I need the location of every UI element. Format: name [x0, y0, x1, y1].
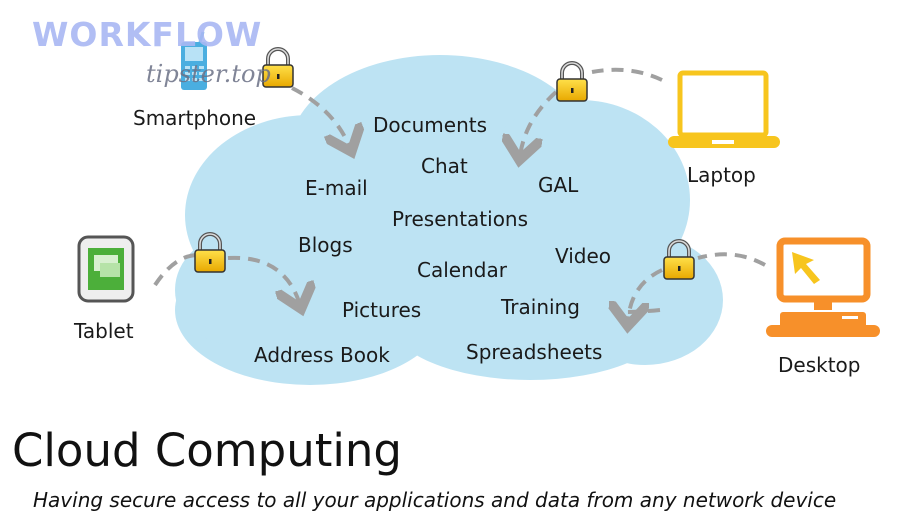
cloud-item-blogs: Blogs — [298, 233, 353, 257]
cloud-item-chat: Chat — [421, 154, 468, 178]
cloud-item-address-book: Address Book — [254, 343, 390, 367]
cloud-item-email: E-mail — [305, 176, 368, 200]
watermark-site: tipster.top — [146, 60, 271, 88]
laptop-label: Laptop — [687, 163, 756, 187]
cloud-item-gal: GAL — [538, 173, 579, 197]
cloud-item-training: Training — [501, 295, 580, 319]
cloud-item-pictures: Pictures — [342, 298, 422, 322]
cloud-item-spreadsheets: Spreadsheets — [466, 340, 603, 364]
watermark-logo: WORKFLOW — [32, 15, 263, 54]
connection-arrows — [153, 67, 766, 322]
lock-icon — [555, 61, 589, 103]
page-subtitle: Having secure access to all your applica… — [33, 488, 837, 512]
smartphone-icon — [181, 31, 207, 90]
page-title: Cloud Computing — [12, 424, 402, 477]
cloud-item-documents: Documents — [373, 113, 488, 137]
tablet-icon — [77, 235, 135, 303]
laptop-icon — [668, 70, 780, 148]
tablet-label: Tablet — [74, 319, 134, 343]
cloud-item-calendar: Calendar — [417, 258, 507, 282]
cloud-item-presentations: Presentations — [392, 207, 529, 231]
smartphone-label: Smartphone — [133, 106, 257, 130]
desktop-label: Desktop — [778, 353, 861, 377]
cloud-item-video: Video — [555, 244, 612, 268]
desktop-icon — [766, 237, 880, 337]
